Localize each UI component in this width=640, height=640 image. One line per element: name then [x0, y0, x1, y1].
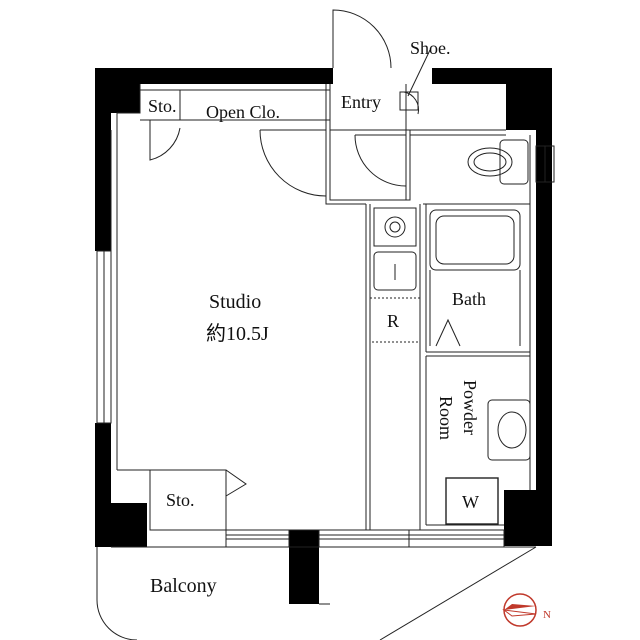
studio-area-label: 約10.5J — [206, 322, 269, 345]
hall-door-swing — [354, 134, 407, 187]
washer-box — [445, 477, 499, 525]
entry-door-swing — [332, 9, 392, 69]
outer-walls — [95, 68, 552, 604]
powder-room-label-1: Powder — [460, 380, 480, 435]
storage-bottom-box — [149, 469, 247, 531]
storage-top-label: Sto. — [148, 96, 177, 116]
entry-label: Entry — [341, 92, 381, 112]
balcony-label: Balcony — [150, 575, 217, 597]
sink-icon — [373, 251, 417, 291]
bath-label: Bath — [452, 289, 486, 309]
powder-room-label-2: Room — [436, 396, 456, 440]
bathtub-icon — [429, 209, 521, 347]
stove-icon — [373, 207, 417, 247]
toilet-icon — [467, 139, 529, 185]
refrigerator-label: R — [387, 311, 399, 331]
doors — [149, 9, 431, 197]
storage-bottom-label: Sto. — [166, 490, 195, 510]
windows — [96, 145, 555, 548]
open-closet-label: Open Clo. — [206, 102, 280, 122]
refrigerator — [369, 297, 421, 343]
closet-door-swing — [259, 129, 327, 197]
balcony-outline — [96, 546, 537, 640]
shoe-door-swing — [403, 91, 419, 115]
storage-door-swing — [149, 120, 181, 161]
washbasin-icon — [487, 399, 531, 461]
north-arrow-icon — [502, 593, 537, 627]
bath-door-swing — [435, 318, 461, 347]
north-label: N — [543, 609, 551, 621]
studio-label: Studio — [209, 291, 261, 313]
washer-label: W — [462, 492, 479, 512]
shoe-label: Shoe. — [410, 38, 451, 58]
